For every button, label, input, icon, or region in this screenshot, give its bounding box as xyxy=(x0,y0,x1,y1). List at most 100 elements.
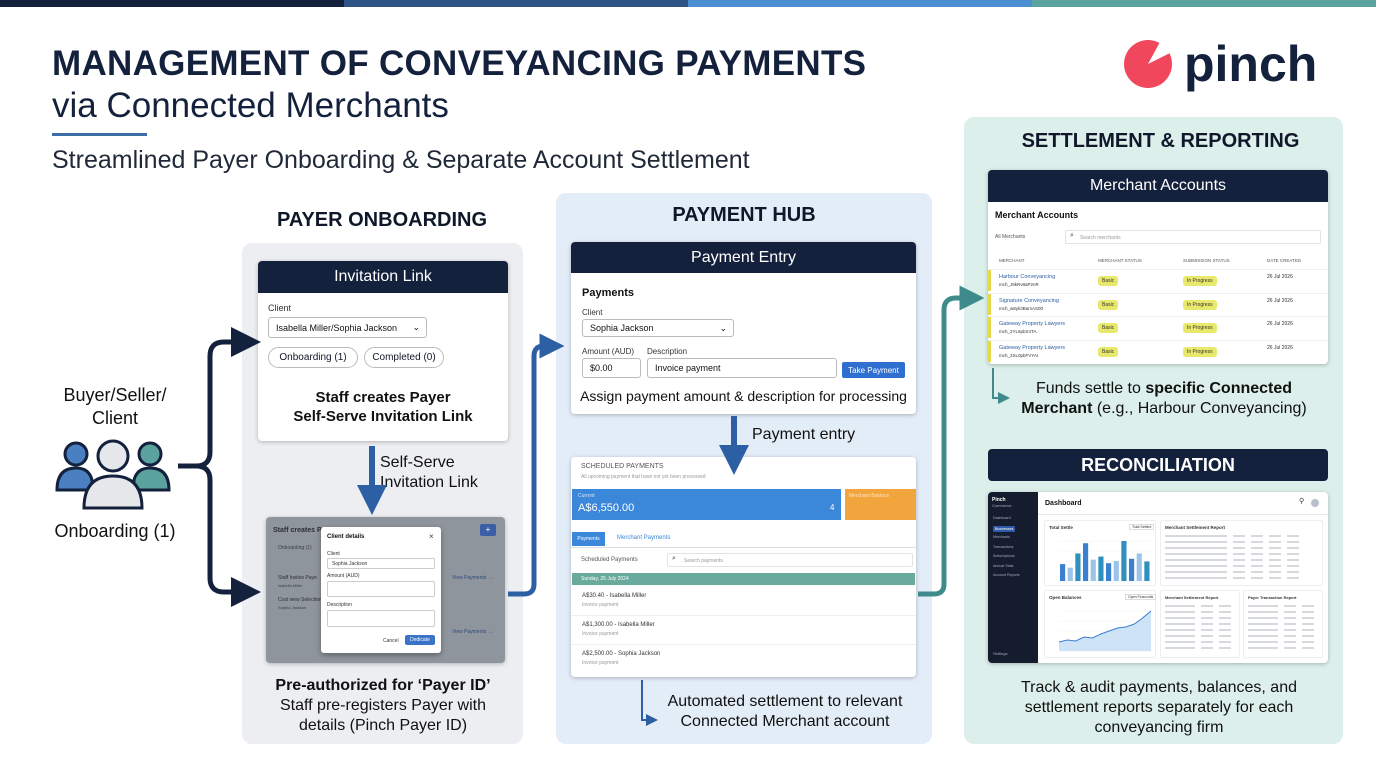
scheduled-row-title[interactable]: A$2,500.00 - Sophia Jackson xyxy=(582,651,661,657)
merchants-search-input[interactable]: ⌕ Search merchants xyxy=(1065,230,1321,244)
dashboard-nav-item[interactable]: Annual Stats xyxy=(993,563,1014,568)
modal-desc-input[interactable] xyxy=(327,610,435,627)
scheduled-row-sub: Invoice payment xyxy=(582,631,619,637)
merchant-filter[interactable]: All Merchants xyxy=(995,234,1026,240)
report-line xyxy=(1201,617,1213,619)
close-icon[interactable]: × xyxy=(429,532,434,541)
client-select[interactable]: Isabella Miller/Sophia Jackson ⌄ xyxy=(268,317,427,338)
preauth-screenshot-card: Staff creates P Onboarding (1) Staff Inv… xyxy=(266,517,505,663)
submission-status-badge: In Progress xyxy=(1183,299,1217,310)
settlement-caption-prefix: Funds settle to xyxy=(1035,380,1141,397)
report-line xyxy=(1219,635,1231,637)
report-line xyxy=(1284,635,1296,637)
link-icon[interactable]: ⚲ xyxy=(1299,498,1305,505)
modal-cancel-button[interactable]: Cancel xyxy=(383,638,399,644)
chevron-down-icon: ⌄ xyxy=(412,322,420,332)
dashboard-nav-item[interactable]: Merchants xyxy=(993,535,1010,539)
report-line xyxy=(1302,635,1314,637)
merchant-name-link[interactable]: Harbour Conveyancing xyxy=(999,274,1056,280)
description-input[interactable]: Invoice payment xyxy=(647,358,837,378)
preauth-caption-title: Pre-authorized for ‘Payer ID’ xyxy=(275,677,491,694)
tab-completed[interactable]: Completed (0) xyxy=(364,347,444,368)
client-status: Onboarding (1) xyxy=(54,521,176,541)
report-line xyxy=(1287,571,1299,573)
report-line xyxy=(1165,535,1227,537)
report-line xyxy=(1201,623,1213,625)
invitation-caption-line2: Self-Serve Invitation Link xyxy=(293,407,473,425)
dashboard-nav-item[interactable]: Transactions xyxy=(993,544,1014,549)
settle-bar xyxy=(1136,553,1142,581)
preauth-bg-row2-sub: Sophia Jackson xyxy=(278,605,307,610)
scheduled-title: SCHEDULED PAYMENTS xyxy=(581,463,664,470)
settlement-flow-caption-line2: Connected Merchant account xyxy=(680,713,890,730)
merchant-name-link[interactable]: Gateway Property Lawyers xyxy=(999,321,1066,327)
settle-bar xyxy=(1113,561,1119,581)
arrow-client-to-preauth xyxy=(195,463,261,607)
dashboard-nav-item[interactable]: Account Reports xyxy=(993,573,1020,577)
report-line xyxy=(1269,547,1281,549)
current-balance-kpi: Current A$6,550.00 4 xyxy=(572,489,841,520)
row-divider xyxy=(988,269,1328,270)
open-balances-widget: Open Balances Open Financials xyxy=(1044,590,1157,658)
modal-client-label: Client xyxy=(327,551,340,557)
merchant-name-link[interactable]: Signature Conveyancing xyxy=(999,297,1059,304)
dashboard-nav-settings[interactable]: Settings xyxy=(993,651,1008,656)
report-line xyxy=(1219,605,1231,607)
take-payment-button[interactable]: Take Payment xyxy=(842,362,905,378)
invitation-caption-line1: Staff creates Payer xyxy=(315,389,451,406)
dashboard-nav-item[interactable]: Businesses xyxy=(993,525,1016,532)
entry-client-select[interactable]: Sophia Jackson ⌄ xyxy=(582,319,734,337)
scheduled-row-title[interactable]: A$30.40 - Isabella Miller xyxy=(582,593,647,599)
report-line xyxy=(1219,647,1231,649)
merchant-name-link[interactable]: Gateway Property Lawyers xyxy=(999,344,1066,351)
dashboard-nav-item[interactable]: Subscriptions xyxy=(993,554,1015,558)
tab-payments[interactable]: Payments xyxy=(572,532,605,546)
modal-client-select[interactable]: Sophia Jackson xyxy=(327,558,435,569)
preauth-caption: Pre-authorized for ‘Payer ID’ Staff pre-… xyxy=(252,676,514,736)
modal-submit-button[interactable]: Dedicate xyxy=(405,635,435,645)
report-line xyxy=(1284,623,1296,625)
settle-bar xyxy=(1144,561,1150,581)
scheduled-row-title[interactable]: A$1,300.00 - Isabella Miller xyxy=(582,622,655,628)
kpi-count: 4 xyxy=(830,503,835,512)
payment-entry-caption: Assign payment amount & description for … xyxy=(580,388,907,404)
modal-amount-input[interactable] xyxy=(327,581,435,597)
payment-entry-flow-label: Payment entry xyxy=(752,426,856,443)
row-divider xyxy=(988,316,1328,317)
report-line xyxy=(1233,535,1245,537)
merchant-accounts-card: Merchant Accounts Merchant Accounts All … xyxy=(988,170,1328,364)
report-line xyxy=(1233,547,1245,549)
total-settle-button[interactable]: Total Settled xyxy=(1129,524,1155,530)
payments-search-input[interactable]: ⌕ Search payments xyxy=(667,553,913,567)
report-line xyxy=(1284,611,1296,613)
modal-title: Client details xyxy=(327,534,365,540)
settlement-caption: Funds settle to specific Connected Merch… xyxy=(990,379,1338,419)
merchant-id: mch_2SL0pbFVYAI xyxy=(999,352,1039,358)
merchant-date: 26 Jul 2026 xyxy=(1267,344,1293,351)
report-line xyxy=(1287,541,1299,543)
report-line xyxy=(1302,617,1314,619)
report-line xyxy=(1251,571,1263,573)
merchant-date: 26 Jul 2026 xyxy=(1267,274,1293,280)
report-line xyxy=(1233,571,1245,573)
report-line xyxy=(1248,629,1278,631)
merchant-column-header: DATE CREATED xyxy=(1267,258,1302,263)
amount-input[interactable]: $0.00 xyxy=(582,358,641,378)
avatar[interactable] xyxy=(1311,499,1319,507)
open-balances-button[interactable]: Open Financials xyxy=(1125,594,1157,600)
entry-client-value: Sophia Jackson xyxy=(590,323,654,333)
scheduled-filter[interactable]: Scheduled Payments xyxy=(581,557,638,563)
report-line xyxy=(1233,541,1245,543)
scheduled-row-sub: Invoice payment xyxy=(582,602,619,608)
reconciliation-caption: Track & audit payments, balances, and se… xyxy=(990,678,1328,738)
report-line xyxy=(1251,541,1263,543)
report-line xyxy=(1251,559,1263,561)
scheduled-payments-card: SCHEDULED PAYMENTS All upcoming payment … xyxy=(571,457,916,677)
tab-onboarding[interactable]: Onboarding (1) xyxy=(268,347,358,368)
tab-merchant-payments[interactable]: Merchant Payments xyxy=(617,535,671,541)
dashboard-nav-item[interactable]: Dashboard xyxy=(993,516,1011,520)
report-line xyxy=(1287,547,1299,549)
report-line xyxy=(1269,577,1281,579)
scheduled-subtitle: All upcoming payment that have not yet b… xyxy=(581,474,706,480)
report-line xyxy=(1248,611,1278,613)
